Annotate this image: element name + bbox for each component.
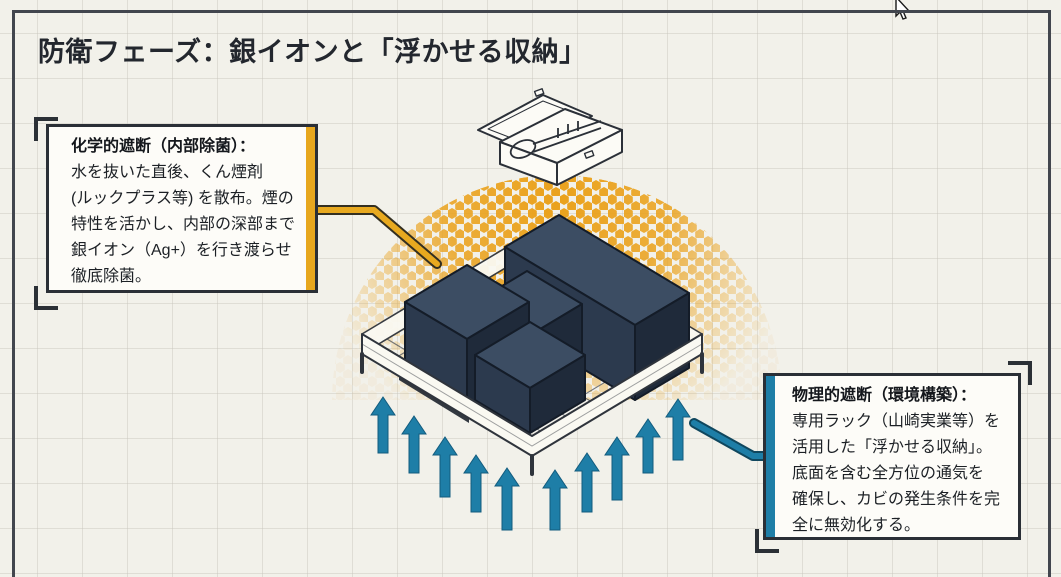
wire-rack-rim [360, 333, 704, 476]
callout-left-line: (ルックプラス等) を散布。煙の [71, 190, 294, 207]
case-small-cube [474, 321, 586, 434]
callout-physical-barrier: 物理的遮断（環境構築）： 専用ラック（山崎実業等）を 活用した「浮かせる収納」。… [763, 373, 1021, 540]
callout-right-line: 活用した「浮かせる収納」。 [792, 439, 993, 456]
callout-right-heading: 物理的遮断（環境構築）： [792, 387, 977, 404]
connector-right-blue [689, 418, 775, 461]
callout-left-line: 銀イオン（Ag+）を行き渡らせ [71, 242, 292, 259]
mouse-cursor [895, 0, 911, 20]
callout-right-line: 専用ラック（山崎実業等）を [792, 413, 1001, 430]
callout-right-line: 全に無効化する。 [792, 517, 921, 534]
airflow-arrows [370, 396, 691, 531]
connector-left-yellow [311, 205, 442, 269]
corner-bracket [1008, 361, 1032, 385]
corner-bracket [34, 117, 58, 141]
page-title: 防衛フェーズ：銀イオンと「浮かせる収納」 [38, 37, 587, 67]
callout-left-line: 徹底除菌。 [71, 268, 152, 285]
callout-chemical-barrier: 化学的遮断（内部除菌）： 水を抜いた直後、くん煙剤 (ルックプラス等) を散布。… [46, 124, 318, 293]
callout-left-line: 特性を活かし、内部の深部まで [71, 216, 296, 233]
callout-left-heading: 化学的遮断（内部除菌）： [71, 138, 256, 155]
callout-right-line: 底面を含む全方位の通気を [792, 465, 985, 482]
callout-right-line: 確保し、カビの発生条件を完 [792, 491, 1001, 508]
callout-left-line: 水を抜いた直後、くん煙剤 [71, 164, 264, 181]
trumpet-case-icon [477, 88, 623, 186]
corner-bracket [755, 529, 779, 553]
callout-left-accent-bar [306, 127, 315, 290]
instrument-cases [399, 214, 690, 434]
callout-right-accent-bar [766, 376, 775, 537]
corner-bracket [34, 286, 58, 310]
